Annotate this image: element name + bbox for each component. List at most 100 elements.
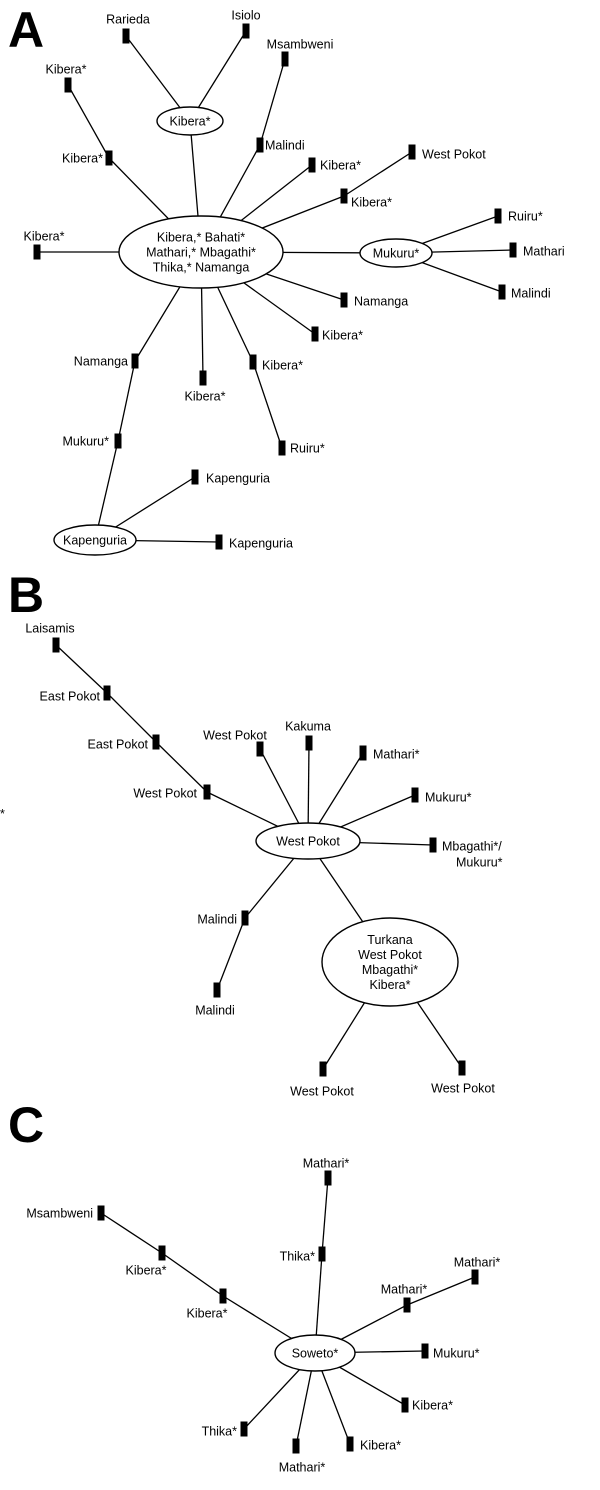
leaf-node: Ruiru* [494,208,543,224]
leaf-node: Kibera* [311,326,363,343]
leaf-node: Rarieda [106,13,150,44]
hub-label: Kibera* [370,978,411,992]
node-label: Mukuru* [456,856,503,870]
node-label: Kibera* [351,196,392,210]
leaf-node: Mbagathi*/Mukuru* [429,837,503,870]
node-label: Kapenguria [229,537,293,551]
node-label: Laisamis [25,622,74,636]
node-marker [471,1269,479,1285]
hub-label: West Pokot [358,948,422,962]
node-marker [340,292,348,308]
node-label: Thika* [202,1425,238,1439]
node-label: West Pokot [290,1085,354,1099]
hub-label: Soweto* [292,1347,339,1361]
edge-a_kibera5-a_westpokot [343,151,413,197]
node-marker [494,208,502,224]
leaf-node: Kibera* [185,370,226,404]
node-label: Kibera* [46,63,87,77]
leaf-node: Malindi [197,910,249,927]
leaf-node: Kibera* [346,1436,401,1453]
hub-label: Turkana [367,933,412,947]
leaf-node: Kibera* [46,63,87,93]
node-label: Malindi [511,287,551,301]
hub-label: West Pokot [276,835,340,849]
node-label: Kibera* [185,390,226,404]
node-label: East Pokot [88,738,149,752]
node-marker [203,784,211,800]
leaf-node: Mukuru* [421,1343,480,1361]
node-label: West Pokot [422,148,486,162]
leaf-node: Kibera* [340,188,392,210]
leaf-node: Isiolo [231,9,261,39]
node-marker [281,51,289,67]
leaf-node: Thika* [202,1421,248,1439]
node-marker [498,284,506,300]
node-label: West Pokot [431,1082,495,1096]
leaf-node: East Pokot [40,685,111,704]
node-label: Kibera* [412,1399,453,1413]
node-marker [308,157,316,173]
node-marker [64,77,72,93]
node-marker [458,1060,466,1076]
leaf-node: Mathari* [454,1256,500,1285]
node-label: Namanga [74,355,128,369]
node-marker [340,188,348,204]
hub-node: West Pokot [255,822,361,860]
edge-a_kib-a_rarieda [125,35,191,122]
node-marker [305,735,313,751]
node-label: Mukuru* [425,791,472,805]
node-marker [105,150,113,166]
leaf-node: Malindi [256,137,305,153]
hub-ellipse [118,215,284,289]
node-marker [240,1421,248,1437]
leaf-node: West Pokot [133,784,211,801]
node-label: Malindi [197,913,237,927]
node-label: Kibera* [187,1307,228,1321]
node-label: Mathari* [303,1157,350,1171]
panel-letter-c: C [8,1097,44,1153]
node-label: Kapenguria [206,472,270,486]
hub-node: Soweto* [274,1334,356,1372]
node-label: Thika* [280,1250,316,1264]
node-marker [509,242,517,258]
node-marker [199,370,207,386]
node-marker [191,469,199,485]
hub-ellipse [156,106,224,136]
node-label: Isiolo [231,9,260,23]
node-marker [408,144,416,160]
node-marker [103,685,111,701]
node-marker [346,1436,354,1452]
node-label: Msambweni [26,1207,93,1221]
leaf-node: Kakuma [285,720,331,751]
edge-b_eastpokot2-b_westpokot1 [155,741,208,793]
node-label: West Pokot [203,729,267,743]
edge-a_kibera2-a_kibera1 [67,84,110,159]
edge-c_mathari3-c_mathari2 [406,1276,476,1306]
node-label: Kakuma [285,720,331,734]
panel-letters: A B C * [0,2,44,1153]
leaf-node: Ruiru* [278,440,325,456]
node-marker [319,1061,327,1077]
node-marker [114,433,122,449]
hub-label: Mbagathi* [362,963,418,977]
leaf-node: Mathari* [279,1438,325,1475]
node-marker [152,734,160,750]
node-marker [241,910,249,926]
hub-ellipse [255,822,361,860]
leaf-node: Msambweni [26,1205,105,1221]
edge-a_malindi1-a_msambweni [259,58,286,146]
node-label: Ruiru* [290,442,325,456]
leaf-node: West Pokot [290,1061,354,1099]
node-marker [52,637,60,653]
panel-letter-a: A [8,2,44,58]
node-label: Mukuru* [433,1347,480,1361]
node-label: Mathari [523,245,565,259]
node-label: Kibera* [262,359,303,373]
node-label: Namanga [354,295,408,309]
leaf-node: Mathari [509,242,565,259]
edge-a_mukuru-a_kap [94,440,119,541]
node-label: East Pokot [40,690,101,704]
node-marker [219,1288,227,1304]
